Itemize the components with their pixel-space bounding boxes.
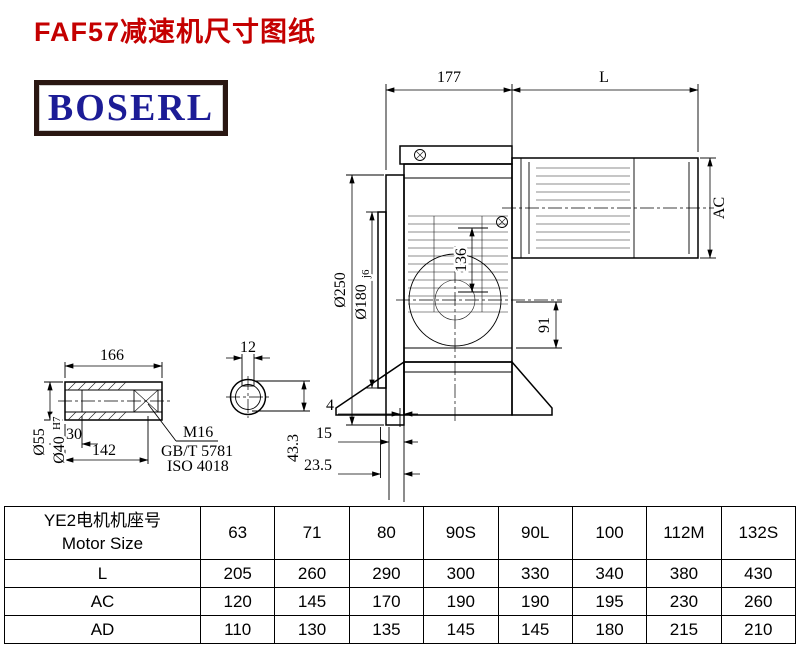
- dim-4-label: 4: [326, 397, 334, 414]
- frame-size-column: 112M: [646, 506, 722, 560]
- bolt-symbol: [414, 149, 426, 161]
- motor-size-table: YE2电机机座号 Motor Size 63 71 80 90S 90L 100…: [4, 506, 797, 644]
- row-label: AC: [4, 587, 201, 616]
- row-label: L: [4, 559, 201, 588]
- dim-180-fit-label: j6: [360, 269, 372, 279]
- boserl-logo: BOSERL: [34, 80, 228, 136]
- page-title: FAF57减速机尺寸图纸: [34, 17, 317, 47]
- standard-iso4018-label: ISO 4018: [167, 458, 229, 475]
- boserl-logo-text: BOSERL: [47, 87, 215, 129]
- table-cell: 195: [571, 587, 648, 616]
- dim-136-label: 136: [453, 248, 470, 272]
- table-cell: 190: [497, 587, 573, 616]
- table-cell: 145: [423, 615, 499, 644]
- gearbox-main-view: 177 L AC: [304, 69, 728, 502]
- dim-12-label: 12: [240, 339, 256, 356]
- dim-l-label: L: [599, 69, 609, 86]
- dim-40-label: Ø40: [51, 436, 68, 464]
- table-cell: 260: [720, 587, 797, 616]
- table-cell: 260: [274, 559, 350, 588]
- table-header-motor-size: YE2电机机座号 Motor Size: [4, 506, 201, 560]
- dim-23-5-label: 23.5: [304, 457, 332, 474]
- frame-size-column: 132S: [720, 506, 797, 560]
- dim-142-label: 142: [92, 442, 116, 459]
- standard-gbt5781-label: GB/T 5781: [161, 443, 233, 460]
- table-cell: 330: [497, 559, 573, 588]
- thread-m16-label: M16: [183, 424, 213, 441]
- output-flange: [377, 174, 405, 426]
- dim-43-3-label: 43.3: [285, 434, 302, 462]
- row-label: AD: [4, 615, 201, 644]
- bolt-symbol: [496, 216, 508, 228]
- shaft-body: [58, 381, 170, 421]
- dim-40-fit-label: H7: [51, 416, 63, 430]
- dim-15-label: 15: [316, 425, 332, 442]
- shaft-detail-view: 166 30 142 Ø55 Ø40 H7 M16 GB/T 5781 ISO …: [29, 339, 310, 475]
- shaft-end-view: [226, 376, 270, 418]
- dim-91-label: 91: [536, 317, 553, 333]
- table-cell: 190: [423, 587, 499, 616]
- gear-housing: [335, 145, 562, 422]
- table-cell: 300: [423, 559, 499, 588]
- dim-180-label: Ø180: [353, 284, 370, 320]
- frame-size-column: 63: [199, 506, 276, 560]
- table-row: AC 120 145 170 190 190 195 230 260: [4, 587, 797, 616]
- table-cell: 205: [199, 559, 276, 588]
- table-cell: 110: [199, 615, 276, 644]
- table-cell: 230: [646, 587, 722, 616]
- dim-ac-label: AC: [711, 197, 728, 219]
- dim-250-label: Ø250: [332, 272, 349, 308]
- dim-177-label: 177: [437, 69, 461, 86]
- table-cell: 145: [497, 615, 573, 644]
- frame-size-column: 71: [274, 506, 350, 560]
- frame-size-column: 80: [348, 506, 425, 560]
- dim-166-label: 166: [100, 347, 124, 364]
- table-row: AD 110 130 135 145 145 180 215 210: [4, 615, 797, 644]
- table-cell: 120: [199, 587, 276, 616]
- flange-offset-dims: 4 15 23.5: [304, 397, 420, 502]
- table-cell: 430: [720, 559, 797, 588]
- table-cell: 135: [348, 615, 425, 644]
- frame-size-column: 90S: [423, 506, 499, 560]
- table-cell: 210: [720, 615, 797, 644]
- motor-body: [502, 157, 714, 259]
- table-cell: 380: [646, 559, 722, 588]
- table-cell: 215: [646, 615, 722, 644]
- table-cell: 130: [274, 615, 350, 644]
- table-header-cn: YE2电机机座号: [43, 511, 162, 531]
- dim-30-label: 30: [66, 426, 82, 443]
- table-row: L 205 260 290 300 330 340 380 430: [4, 559, 797, 588]
- table-cell: 180: [571, 615, 648, 644]
- frame-size-column: 90L: [497, 506, 573, 560]
- dim-55-label: Ø55: [31, 428, 48, 456]
- table-cell: 145: [274, 587, 350, 616]
- table-cell: 290: [348, 559, 425, 588]
- frame-size-column: 100: [571, 506, 648, 560]
- table-cell: 340: [571, 559, 648, 588]
- table-cell: 170: [348, 587, 425, 616]
- table-header-en: Motor Size: [61, 534, 144, 553]
